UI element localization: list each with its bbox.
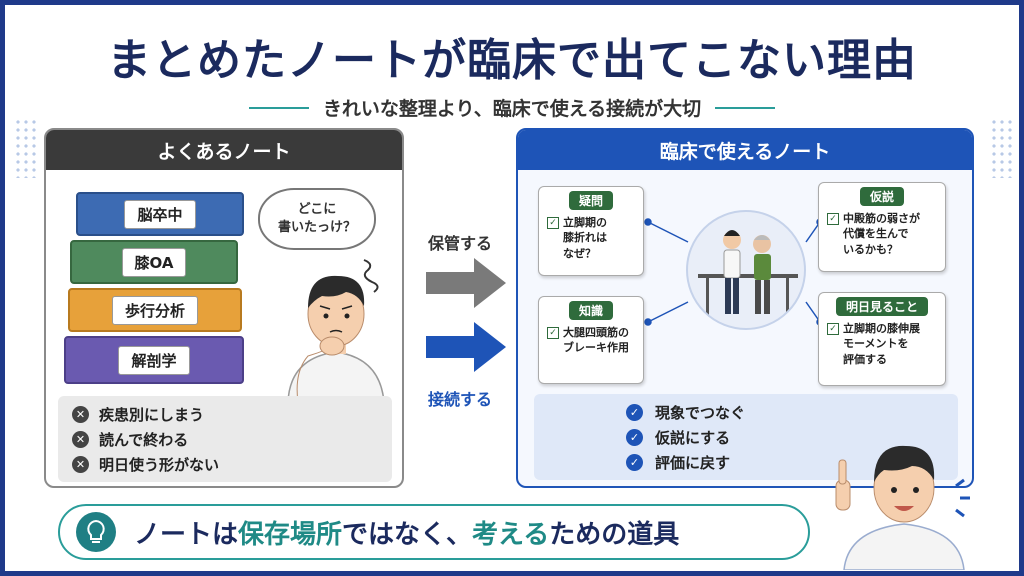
blue-arrow-icon <box>426 322 506 372</box>
x-icon: ✕ <box>72 456 89 473</box>
lightbulb-icon <box>76 512 116 552</box>
tomorrow-tag: 明日見ること <box>835 297 928 316</box>
key-message-banner: ノートは保存場所ではなく、考えるための道具 <box>58 504 810 560</box>
card-line: 代償を生んで <box>843 227 909 241</box>
book-label: 解剖学 <box>118 345 190 375</box>
checkbox-icon: ✓ <box>827 213 839 225</box>
book-anatomy: 解剖学 <box>64 336 244 384</box>
card-body: ✓ 立脚期の膝伸展 モーメントを 評価する <box>827 321 937 367</box>
card-line: 立脚期の <box>563 216 607 229</box>
key-point-text: 現象でつなぐ <box>655 404 746 422</box>
card-line: 立脚期の膝伸展 <box>843 322 920 335</box>
card-line: 評価する <box>843 352 887 366</box>
subtitle-row: きれいな整理より、臨床で使える接続が大切 <box>0 94 1024 121</box>
page-title: まとめたノートが臨床で出てこない理由 <box>107 35 917 86</box>
issue-item: ✕ 読んで終わる <box>72 427 378 452</box>
subtitle-line-left <box>248 106 309 109</box>
card-line: いるかも？ <box>843 242 898 256</box>
check-icon: ✓ <box>626 429 643 446</box>
bubble-line: 書いたっけ？ <box>277 220 356 235</box>
check-icon: ✓ <box>626 454 643 471</box>
bubble-line: どこに <box>297 202 337 218</box>
card-line: 膝折れは <box>563 231 607 245</box>
card-body: ✓ 大腿四頭筋の ブレーキ作用 <box>547 325 635 356</box>
gray-arrow-icon <box>426 258 506 308</box>
subtitle-line-right <box>715 106 776 109</box>
question-tag: 疑問 <box>568 191 613 210</box>
book-label: 膝OA <box>121 247 187 277</box>
x-icon: ✕ <box>72 431 89 448</box>
checkbox-icon: ✓ <box>547 327 559 339</box>
key-point: ✓ 評価に戻す <box>626 450 958 475</box>
message-highlight: 保存場所 <box>238 519 343 550</box>
card-line: なぜ？ <box>563 246 596 260</box>
decor-dots-right <box>990 118 1014 178</box>
connect-label: 接続する <box>428 390 493 409</box>
message-part: ための道具 <box>549 519 680 550</box>
therapist-patient-icon <box>698 230 798 324</box>
card-line: 中殿筋の弱さが <box>843 212 920 225</box>
message-part: ノートは <box>134 519 239 550</box>
message-highlight: 考える <box>472 519 550 550</box>
checkbox-icon: ✓ <box>827 323 839 335</box>
book-gait-analysis: 歩行分析 <box>68 288 242 332</box>
card-body: ✓ 立脚期の 膝折れは なぜ？ <box>547 215 635 261</box>
hypothesis-card: 仮説 ✓ 中殿筋の弱さが 代償を生んで いるかも？ <box>818 182 946 272</box>
hypothesis-tag: 仮説 <box>859 187 904 206</box>
pointing-therapist-illustration <box>835 445 970 570</box>
issue-text: 読んで終わる <box>99 431 189 449</box>
key-point-text: 仮説にする <box>655 429 731 447</box>
issue-text: 明日使う形がない <box>99 456 220 474</box>
gait-training-illustration <box>686 210 806 330</box>
key-point-text: 評価に戻す <box>655 454 731 472</box>
book-label: 脳卒中 <box>124 199 196 229</box>
card-body: ✓ 中殿筋の弱さが 代償を生んで いるかも？ <box>827 211 937 257</box>
card-line: ブレーキ作用 <box>563 341 629 355</box>
common-note-header: よくあるノート <box>46 130 402 170</box>
key-point: ✓ 現象でつなぐ <box>626 400 958 425</box>
thought-bubble: どこに 書いたっけ？ <box>258 188 376 250</box>
store-label: 保管する <box>428 234 493 253</box>
decor-dots-left <box>14 118 38 178</box>
x-icon: ✕ <box>72 406 89 423</box>
issue-item: ✕ 明日使う形がない <box>72 452 378 477</box>
book-label: 歩行分析 <box>111 295 198 325</box>
knowledge-tag: 知識 <box>568 301 613 320</box>
clinical-note-panel: 臨床で使えるノート 疑問 ✓ 立脚期の 膝折れは なぜ？ 仮説 ✓ 中殿筋の弱さ… <box>516 128 974 488</box>
book-stroke: 脳卒中 <box>76 192 244 236</box>
key-message: ノートは保存場所ではなく、考えるための道具 <box>134 514 679 551</box>
clinical-note-header: 臨床で使えるノート <box>518 130 972 170</box>
issue-list: ✕ 疾患別にしまう ✕ 読んで終わる ✕ 明日使う形がない <box>58 396 392 482</box>
key-point: ✓ 仮説にする <box>626 425 958 450</box>
issue-item: ✕ 疾患別にしまう <box>72 402 378 427</box>
card-line: モーメントを <box>843 337 909 351</box>
knowledge-card: 知識 ✓ 大腿四頭筋の ブレーキ作用 <box>538 296 644 384</box>
issue-text: 疾患別にしまう <box>99 406 205 424</box>
tomorrow-card: 明日見ること ✓ 立脚期の膝伸展 モーメントを 評価する <box>818 292 946 386</box>
check-icon: ✓ <box>626 404 643 421</box>
book-knee-oa: 膝OA <box>70 240 238 284</box>
common-note-panel: よくあるノート 脳卒中 膝OA 歩行分析 解剖学 どこに 書いたっけ？ ✕ 疾患別… <box>44 128 404 488</box>
card-line: 大腿四頭筋の <box>563 326 629 339</box>
message-part: ではなく、 <box>342 519 473 550</box>
checkbox-icon: ✓ <box>547 217 559 229</box>
question-card: 疑問 ✓ 立脚期の 膝折れは なぜ？ <box>538 186 644 276</box>
page-subtitle: きれいな整理より、臨床で使える接続が大切 <box>322 98 702 120</box>
confused-person-illustration <box>287 259 385 402</box>
